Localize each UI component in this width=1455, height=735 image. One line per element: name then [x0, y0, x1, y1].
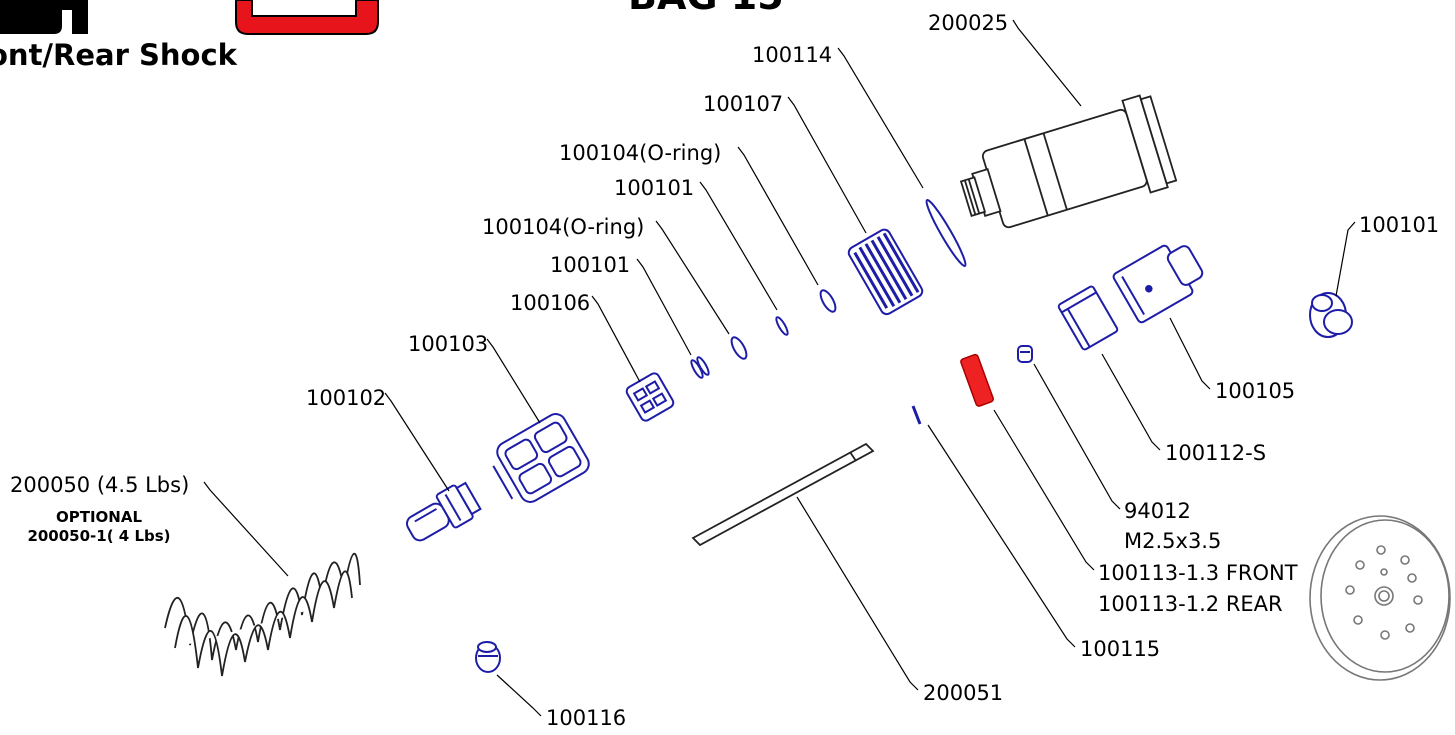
part-200050-spring — [164, 552, 361, 677]
part-100116-ball-stud — [475, 641, 501, 673]
label-200025: 200025 — [928, 11, 1008, 35]
label-100115: 100115 — [1080, 637, 1160, 661]
part-100115-clip — [911, 405, 922, 425]
part-100101-washer-lower — [690, 356, 710, 379]
part-100114-o-ring — [925, 198, 967, 268]
label-100103: 100103 — [408, 332, 488, 356]
part-100101-washer-upper — [775, 316, 789, 336]
label-100101-upper: 100101 — [614, 176, 694, 200]
shock-subtitle: ont/Rear Shock — [0, 38, 238, 72]
part-100103-cap — [492, 413, 590, 503]
part-labels: 200025 100114 100107 100104(O-ring) 1001… — [10, 11, 1439, 730]
label-100104-o-ring-upper: 100104(O-ring) — [559, 141, 721, 165]
label-100104-o-ring-lower: 100104(O-ring) — [482, 215, 644, 239]
label-200050: 200050 (4.5 Lbs) — [10, 473, 189, 497]
part-100101-bushing-right — [1309, 292, 1353, 338]
label-100114: 100114 — [752, 43, 832, 67]
part-100104-o-ring-lower — [730, 336, 748, 360]
label-100105: 100105 — [1215, 379, 1295, 403]
label-100113-front: 100113-1.3 FRONT — [1098, 561, 1298, 585]
part-200051-shaft — [691, 442, 875, 547]
label-m2-5x3-5: M2.5x3.5 — [1124, 529, 1221, 553]
label-100102: 100102 — [306, 386, 386, 410]
part-piston-disk — [1309, 515, 1451, 681]
part-200025-shock-body — [959, 94, 1178, 229]
label-94012: 94012 — [1124, 499, 1191, 523]
label-200051: 200051 — [923, 681, 1003, 705]
part-100113-spacer — [960, 353, 994, 407]
part-100106-bushing — [625, 372, 675, 422]
label-100116: 100116 — [546, 706, 626, 730]
label-100107: 100107 — [703, 92, 783, 116]
part-100105-top-cap — [1112, 244, 1204, 324]
part-100107-collar — [847, 228, 924, 316]
label-100101-right: 100101 — [1359, 213, 1439, 237]
leader-lines — [203, 19, 1356, 717]
label-200050-1: 200050-1( 4 Lbs) — [27, 527, 170, 545]
label-100113-rear: 100113-1.2 REAR — [1098, 592, 1283, 616]
bag-title: BAG 15 — [628, 0, 784, 18]
label-100106: 100106 — [510, 291, 590, 315]
part-100112-s-piston — [1057, 285, 1119, 351]
brand-logo — [0, 0, 379, 35]
label-100112-s: 100112-S — [1165, 441, 1266, 465]
label-optional: OPTIONAL — [56, 508, 142, 526]
part-100104-o-ring-upper — [819, 289, 837, 313]
label-100101-lower: 100101 — [550, 253, 630, 277]
part-94012-screw — [1017, 345, 1033, 363]
part-100102-end-fitting — [405, 481, 482, 542]
